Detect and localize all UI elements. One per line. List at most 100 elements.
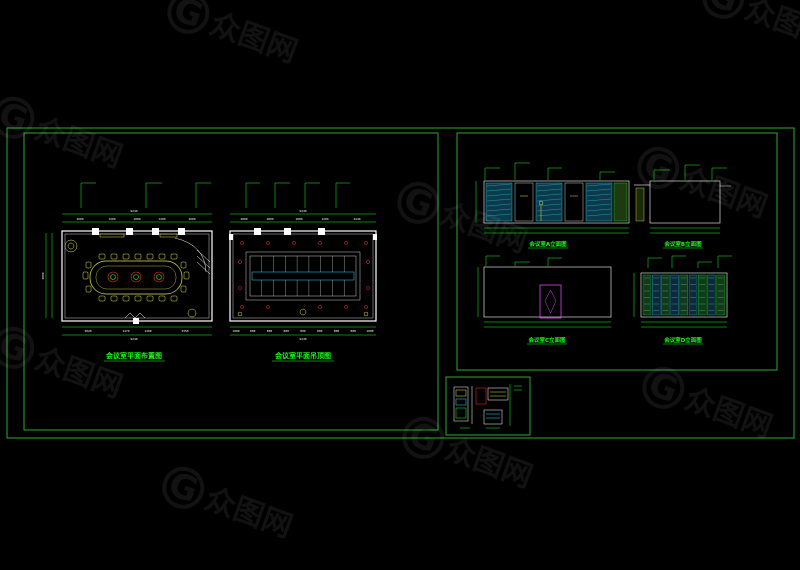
- chair: [134, 253, 142, 260]
- downlight: [344, 305, 348, 309]
- elev-b-dims: [650, 227, 720, 234]
- elev-d-leaders: [647, 255, 732, 268]
- elev-c-title: 会议室C立面图: [528, 336, 566, 344]
- elev-d-panel: [652, 274, 661, 316]
- plan-bottom-total: 9240: [130, 337, 137, 341]
- plan-top-seg-2: 1200: [108, 217, 115, 221]
- elev-a-panels: [485, 182, 628, 222]
- plan-entrance: [124, 237, 211, 319]
- plan-top-seg-5: 2600: [188, 217, 195, 221]
- elev-c-door: [539, 284, 562, 319]
- conference-table: [89, 260, 183, 295]
- elev-a-hatch-line: [486, 188, 512, 192]
- elev-d-title: 会议室D立面图: [664, 336, 702, 344]
- elevation-d: 会议室D立面图: [633, 255, 732, 345]
- elev-a-hatch-line: [486, 213, 512, 217]
- elev-d-dims: [633, 273, 727, 328]
- plan-bot-seg-4: 3350: [181, 329, 188, 333]
- elev-b-leaders: [653, 164, 727, 180]
- chair: [85, 261, 92, 269]
- ceiling-bottom-seg: 800: [334, 329, 340, 333]
- elev-a-hatch-line: [586, 213, 612, 217]
- elev-a-hatch-line: [536, 193, 562, 197]
- downlight: [266, 305, 270, 309]
- plan-layout-walls: [61, 230, 213, 322]
- chair: [146, 295, 154, 302]
- elev-a-title: 会议室A立面图: [529, 240, 567, 248]
- ceiling-bottom-seg: 800: [300, 329, 306, 333]
- ceiling-bottom-total: 9240: [299, 337, 306, 341]
- downlight: [364, 241, 368, 245]
- ceiling-top-seg-4: 1200: [321, 217, 328, 221]
- elev-a-hatch-line: [486, 208, 512, 212]
- chair: [158, 295, 166, 302]
- ceiling-grid: [245, 251, 361, 301]
- elev-b-title: 会议室B立面图: [664, 240, 702, 248]
- elev-a-hatch-line: [536, 203, 562, 207]
- conference-chairs: [82, 253, 190, 302]
- ceiling-bottom-seg: 800: [250, 329, 256, 333]
- plan-bot-seg-3: 1400: [144, 329, 151, 333]
- plan-top-seg-4: 1200: [158, 217, 165, 221]
- elevation-panel-frame: [456, 132, 778, 371]
- downlight: [238, 286, 242, 290]
- elev-a-leaders: [484, 162, 615, 180]
- downlight: [240, 305, 244, 309]
- ceiling-top-segments: 2000 1800 1800 1200 2440: [240, 217, 360, 221]
- ceiling-bottom-seg: 1000: [366, 329, 373, 333]
- plan-layout-title: 会议室平面布置图: [106, 351, 162, 360]
- elev-d-panel: [642, 274, 652, 316]
- downlight: [366, 260, 370, 264]
- plan-top-seg-3: 1800: [133, 217, 140, 221]
- detail-panel-frame: [445, 376, 531, 436]
- ceiling-bottom-seg: 1000: [232, 329, 239, 333]
- elev-a-hatch-line: [486, 183, 512, 187]
- left-panel-frame: [23, 132, 439, 431]
- elev-d-panels: [642, 274, 725, 316]
- plan-plants: [64, 239, 197, 318]
- main-frame: [6, 127, 795, 439]
- ceiling-leaders: [245, 182, 350, 208]
- plan-bot-seg-2: 1470: [122, 329, 129, 333]
- downlight: [266, 241, 270, 245]
- downlight: [318, 241, 322, 245]
- detail-drawings: [453, 384, 522, 429]
- plan-side-dim: 4800: [41, 272, 45, 279]
- elev-d-panel: [707, 274, 716, 316]
- elev-a-hatch-line: [586, 188, 612, 192]
- chair: [158, 253, 166, 260]
- elev-d-panel: [670, 274, 679, 316]
- downlight: [364, 305, 368, 309]
- elev-c-dims: [477, 267, 611, 328]
- plan-bottom-segments: 3020 1470 1400 3350: [84, 329, 188, 333]
- chair: [110, 253, 118, 260]
- ceiling-light-strip: [251, 271, 355, 281]
- plan-top-total: 9240: [130, 209, 137, 213]
- elev-c-frame: [483, 266, 612, 318]
- chair: [122, 295, 130, 302]
- downlight: [318, 305, 322, 309]
- elev-a-hatch-line: [486, 198, 512, 202]
- elev-d-panel: [661, 274, 670, 316]
- plan-ceiling-title: 会议室平面吊顶图: [275, 351, 331, 360]
- elev-c-leaders: [485, 255, 562, 266]
- ceiling-downlights: [238, 241, 370, 309]
- elev-a-hatch-line: [486, 193, 512, 197]
- elev-a-details: [520, 195, 578, 221]
- downlight: [238, 260, 242, 264]
- chair: [98, 295, 106, 302]
- table-flowers: [107, 271, 165, 283]
- elev-b-frame: [634, 180, 721, 224]
- elev-a-hatch-line: [586, 208, 612, 212]
- chair: [110, 295, 118, 302]
- elevation-c: 会议室C立面图: [477, 255, 612, 345]
- plan-layout-leaders: [80, 182, 211, 208]
- ceiling-center-fixture: [237, 308, 369, 317]
- elev-d-panel: [679, 274, 688, 316]
- elev-a-hatch-line: [536, 188, 562, 192]
- elev-a-hatch-line: [536, 198, 562, 202]
- chair: [122, 253, 130, 260]
